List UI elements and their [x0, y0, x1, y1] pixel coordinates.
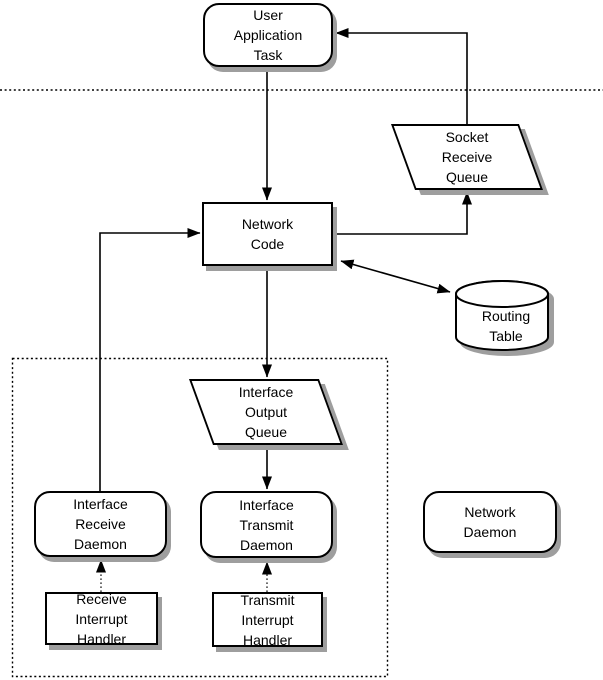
node-network-daemon-label: Network Daemon — [463, 504, 517, 540]
node-socket-receive-queue: Socket Receive Queue — [390, 124, 544, 190]
kernel-boundary-box — [11, 357, 389, 678]
node-network-daemon: Network Daemon — [423, 491, 557, 553]
node-user-application-task-label: User Application Task — [233, 7, 303, 63]
edge-networkcode-to-socketqueue — [333, 191, 472, 235]
node-receive-interrupt-handler: Receive Interrupt Handler — [45, 591, 158, 647]
node-receive-interrupt-handler-label: Receive Interrupt Handler — [75, 590, 128, 647]
node-interface-transmit-daemon-label: Interface Transmit Daemon — [239, 496, 294, 553]
node-interface-output-queue: Interface Output Queue — [188, 379, 344, 445]
node-network-code-label: Network Code — [241, 216, 294, 252]
node-interface-transmit-daemon: Interface Transmit Daemon — [200, 491, 333, 558]
node-transmit-interrupt-handler-label: Transmit Interrupt Handler — [240, 591, 295, 648]
node-network-code: Network Code — [202, 202, 333, 266]
edge-networkcode-routingtable — [340, 259, 451, 294]
routing-table-cylinder-shape — [455, 280, 554, 356]
node-user-application-task: User Application Task — [203, 3, 333, 67]
node-interface-output-queue-label: Interface Output Queue — [238, 384, 294, 440]
node-interface-receive-daemon: Interface Receive Daemon — [34, 491, 167, 557]
edge-receivedaemon-to-networkcode — [99, 228, 201, 491]
node-socket-receive-queue-label: Socket Receive Queue — [441, 129, 493, 185]
node-interface-receive-daemon-label: Interface Receive Daemon — [73, 496, 128, 552]
edge-socketqueue-to-userapp — [335, 28, 468, 124]
node-routing-table: Routing Table — [455, 280, 557, 360]
node-transmit-interrupt-handler: Transmit Interrupt Handler — [212, 591, 323, 648]
node-routing-table-label: Routing Table — [481, 308, 531, 344]
